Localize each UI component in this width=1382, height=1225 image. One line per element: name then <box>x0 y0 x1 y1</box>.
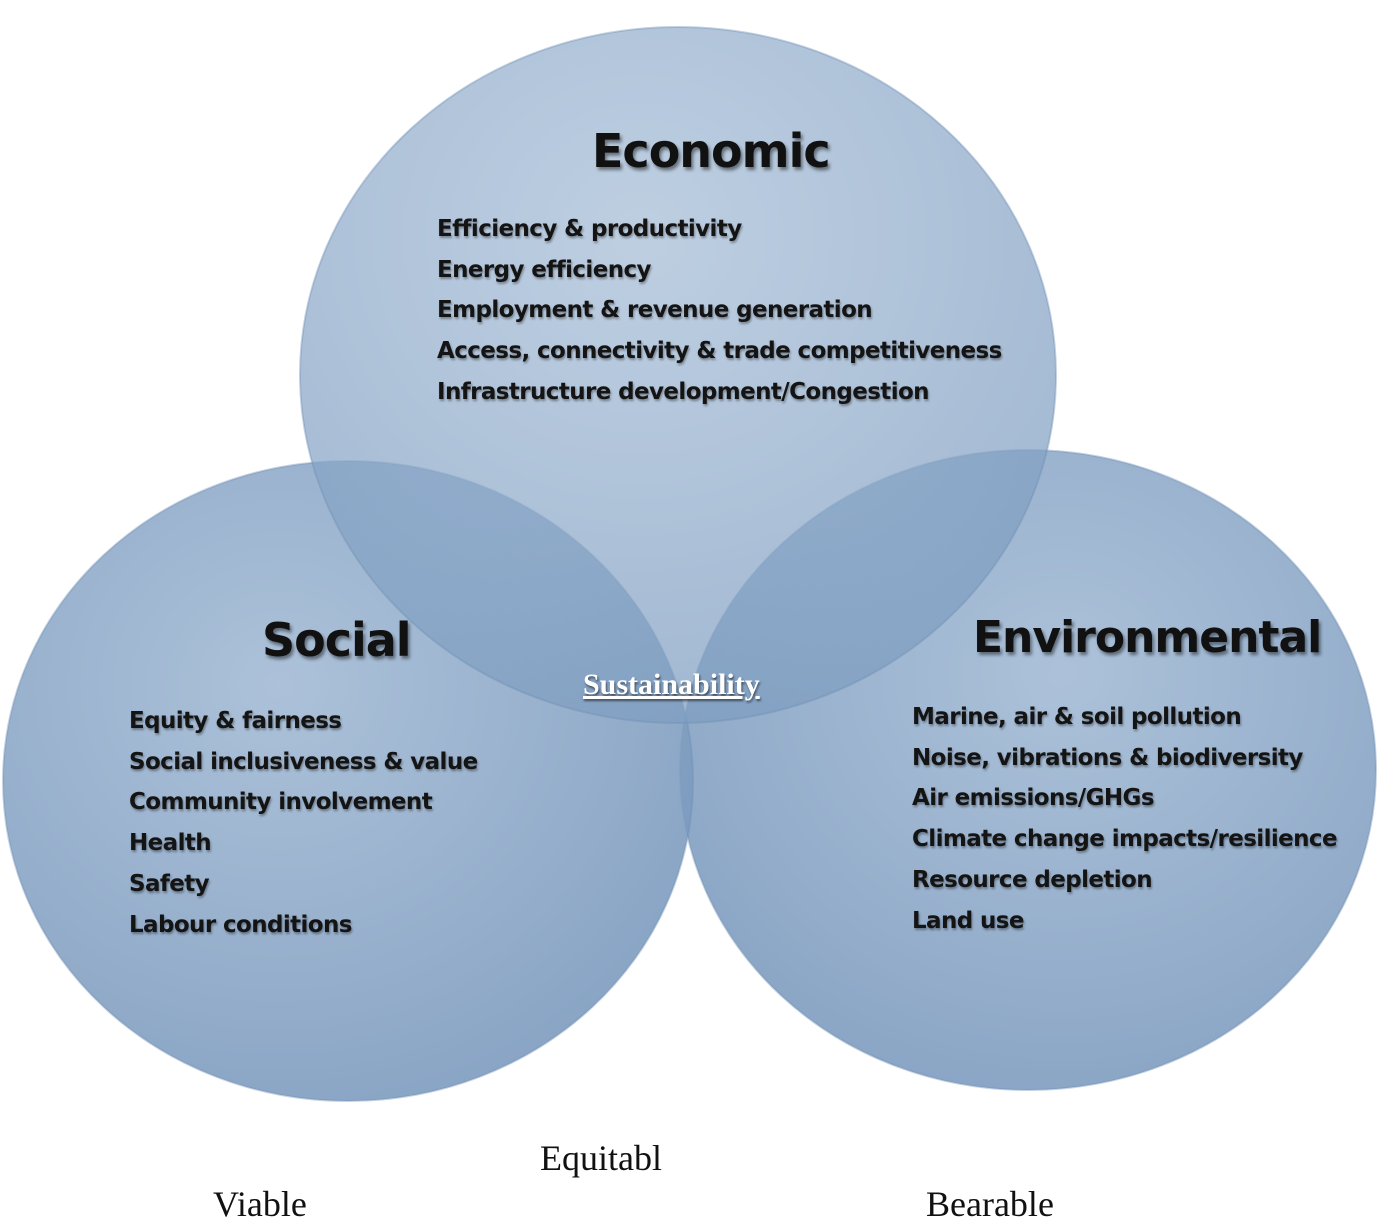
social-title: Social <box>262 613 412 667</box>
list-item: Air emissions/GHGs <box>912 785 1155 812</box>
list-item: Efficiency & productivity <box>437 216 742 242</box>
economic-circle <box>299 26 1057 724</box>
list-item: Infrastructure development/Congestion <box>437 378 930 405</box>
list-item: Labour conditions <box>129 911 352 938</box>
list-item: Community involvement <box>129 789 433 816</box>
sustainability-label: Sustainability <box>583 668 760 701</box>
list-item: Social inclusiveness & value <box>129 748 478 775</box>
economic-items: Efficiency & productivity Energy efficie… <box>437 209 1002 413</box>
list-item: Marine, air & soil pollution <box>912 704 1242 730</box>
list-item: Climate change impacts/resilience <box>912 826 1338 853</box>
list-item: Land use <box>912 907 1024 934</box>
social-items: Equity & fairness Social inclusiveness &… <box>129 701 478 945</box>
environmental-items: Marine, air & soil pollution Noise, vibr… <box>912 697 1338 941</box>
list-item: Health <box>129 830 212 857</box>
list-item: Energy efficiency <box>437 256 652 283</box>
environmental-title: Environmental <box>973 612 1322 663</box>
caption-equitable: Equitabl <box>540 1138 662 1178</box>
list-item: Noise, vibrations & biodiversity <box>912 744 1303 771</box>
list-item: Equity & fairness <box>129 708 342 734</box>
list-item: Safety <box>129 870 210 897</box>
caption-bearable: Bearable <box>926 1184 1054 1224</box>
caption-viable: Viable <box>213 1184 307 1224</box>
economic-title: Economic <box>592 124 831 178</box>
list-item: Employment & revenue generation <box>437 297 873 324</box>
list-item: Access, connectivity & trade competitive… <box>437 338 1002 365</box>
list-item: Resource depletion <box>912 866 1153 893</box>
